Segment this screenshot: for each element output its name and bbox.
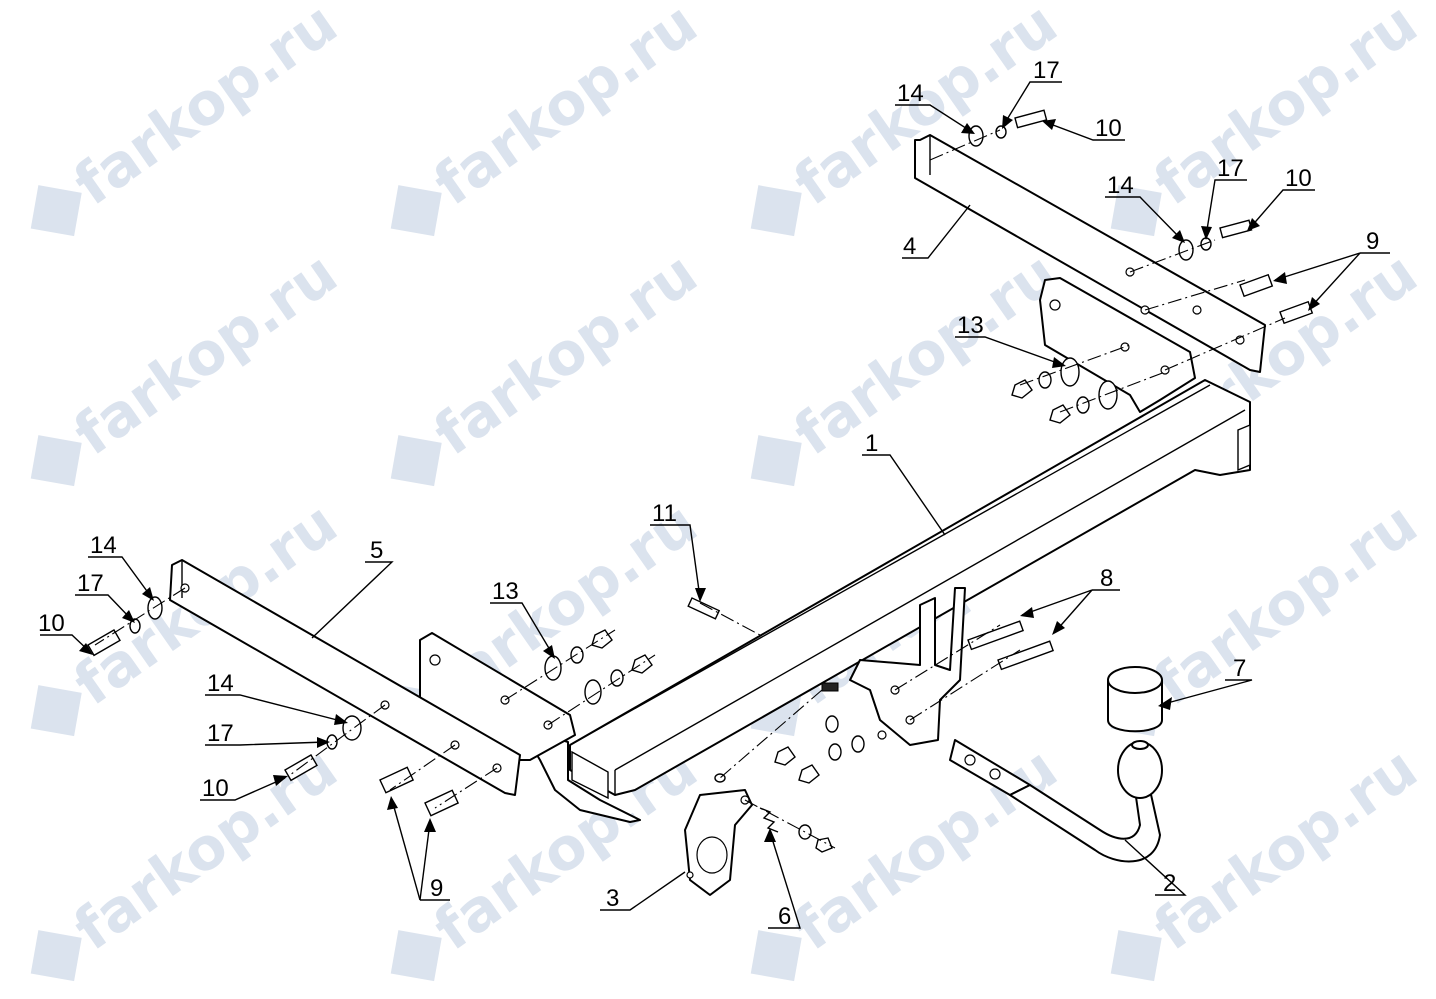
watermark: farkop.ru bbox=[30, 0, 349, 237]
callout-10-left-upper: 10 bbox=[38, 610, 65, 637]
car-logo-icon bbox=[30, 185, 82, 237]
car-logo-icon bbox=[30, 435, 82, 487]
callout-1: 1 bbox=[865, 430, 878, 457]
tow-ball bbox=[1117, 740, 1163, 799]
car-logo-icon bbox=[750, 930, 802, 982]
callout-5: 5 bbox=[370, 537, 383, 564]
callout-10-top: 10 bbox=[1095, 115, 1122, 142]
watermark-text: farkop.ru bbox=[422, 0, 709, 219]
watermark-text: farkop.ru bbox=[422, 239, 709, 469]
watermark: farkop.ru bbox=[30, 239, 349, 487]
callout-3: 3 bbox=[606, 885, 619, 912]
callout-9-left: 9 bbox=[430, 875, 443, 902]
car-logo-icon bbox=[1110, 930, 1162, 982]
car-logo-icon bbox=[750, 435, 802, 487]
callout-17-top-right: 17 bbox=[1217, 155, 1244, 182]
callout-13-right: 13 bbox=[957, 312, 984, 339]
watermark-text: farkop.ru bbox=[782, 239, 1069, 469]
callout-14-left-upper: 14 bbox=[90, 532, 117, 559]
car-logo-icon bbox=[30, 685, 82, 737]
callout-8: 8 bbox=[1100, 565, 1113, 592]
top-hardware-group bbox=[968, 109, 1253, 261]
callout-labels: 1 2 3 4 5 6 7 8 9 9 10 10 10 10 11 13 13… bbox=[38, 57, 1379, 930]
callout-11: 11 bbox=[652, 500, 677, 527]
callout-14-top-right: 14 bbox=[1107, 172, 1134, 199]
watermark: farkop.ru bbox=[750, 239, 1069, 487]
bolt-eleven bbox=[687, 597, 721, 620]
socket-mount-bracket bbox=[821, 587, 966, 746]
callout-6: 6 bbox=[778, 903, 791, 930]
callout-2: 2 bbox=[1163, 870, 1176, 897]
bolt-set-right bbox=[1239, 273, 1314, 325]
car-logo-icon bbox=[390, 930, 442, 982]
bolt-set-center bbox=[967, 620, 1055, 671]
car-logo-icon bbox=[390, 185, 442, 237]
callout-17-top: 17 bbox=[1033, 57, 1060, 84]
right-hardware-group bbox=[1011, 357, 1118, 424]
socket-plate bbox=[684, 789, 753, 896]
watermark: farkop.ru bbox=[390, 0, 709, 237]
car-logo-icon bbox=[390, 435, 442, 487]
callout-17-left-upper: 17 bbox=[77, 570, 104, 597]
bolt-set-left bbox=[379, 766, 460, 817]
callout-14-top: 14 bbox=[897, 80, 924, 107]
main-crossbar bbox=[524, 379, 1251, 823]
left-outer-hardware bbox=[87, 596, 362, 782]
callout-9-right: 9 bbox=[1366, 228, 1379, 255]
callout-13-left: 13 bbox=[492, 578, 519, 605]
ball-mount-neck bbox=[949, 739, 1161, 863]
car-logo-icon bbox=[30, 930, 82, 982]
car-logo-icon bbox=[750, 185, 802, 237]
watermark: farkop.ru bbox=[390, 239, 709, 487]
callout-10-top-right: 10 bbox=[1285, 165, 1312, 192]
ball-cap bbox=[1107, 666, 1163, 733]
right-inner-bracket bbox=[1039, 277, 1196, 413]
callout-14-left-lower: 14 bbox=[207, 670, 234, 697]
watermark-text: farkop.ru bbox=[782, 0, 1069, 219]
watermark-text: farkop.ru bbox=[1142, 734, 1429, 964]
watermark-text: farkop.ru bbox=[1142, 489, 1429, 719]
callout-4: 4 bbox=[903, 233, 916, 260]
car-logo-icon bbox=[1110, 185, 1162, 237]
center-hardware bbox=[714, 715, 865, 784]
leader-lines bbox=[40, 81, 1390, 929]
callout-17-left-lower: 17 bbox=[207, 720, 234, 747]
assembly-axes bbox=[94, 129, 1286, 849]
watermark-text: farkop.ru bbox=[62, 0, 349, 219]
watermark-text: farkop.ru bbox=[62, 239, 349, 469]
callout-10-left-lower: 10 bbox=[202, 775, 229, 802]
left-mounting-plate bbox=[169, 559, 521, 796]
callout-7: 7 bbox=[1233, 655, 1246, 682]
